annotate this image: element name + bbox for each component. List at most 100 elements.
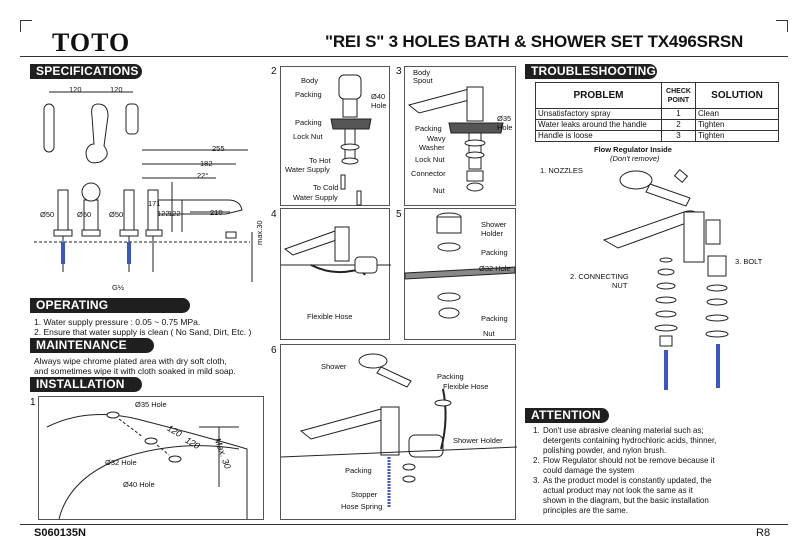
step-3-label-spout: Spout: [413, 76, 433, 85]
dim-phi50-b: Ø50: [77, 210, 92, 219]
dim-210: 210: [210, 208, 223, 217]
dim-g-half: G½: [112, 283, 125, 292]
list-item: actual product may not look the same as …: [543, 486, 693, 495]
cell-solution: Clean: [695, 108, 779, 120]
step-2-label-body: Body: [301, 76, 319, 85]
step-2-label-hot-supply: Water Supply: [285, 165, 330, 174]
dim-max30: max.30: [255, 220, 264, 245]
brand-logo: TOTO: [52, 28, 131, 57]
step-6-label-shower: Shower: [321, 362, 347, 371]
top-rule: [20, 56, 788, 57]
corner-mark-tl: [20, 20, 32, 32]
step-5-label-shower: Shower: [481, 220, 507, 229]
label-connecting: 2. CONNECTING: [570, 272, 629, 281]
maintenance-heading: MAINTENANCE: [30, 338, 154, 353]
step-4-panel: Flexible Hose: [280, 208, 391, 340]
step-2-label-to-cold: To Cold: [313, 183, 339, 192]
col-point-label: POINT: [667, 96, 690, 104]
step-5-panel: Shower Holder Packing Ø32 Hole Packing N…: [404, 208, 516, 340]
dim-182: 182: [200, 159, 213, 168]
installation-heading: INSTALLATION: [30, 377, 142, 392]
step-6-label-packing-2: Packing: [345, 466, 372, 475]
step-3-label-phi35: Ø35: [497, 114, 512, 123]
table-header-row: PROBLEM CHECK POINT SOLUTION: [535, 82, 779, 109]
step-2-label-to-hot: To Hot: [309, 156, 331, 165]
step-2-label-phi40: Ø40: [371, 92, 386, 101]
corner-mark-tr: [776, 20, 788, 32]
label-nozzles: 1. NOZZLES: [540, 166, 583, 175]
step-3-panel: Body Spout Ø35 Hole Packing Wavy Washer …: [404, 66, 516, 206]
step-2-drawing: [330, 74, 372, 206]
step-5-label-nut: Nut: [483, 329, 495, 338]
operating-conditions-heading: OPERATING CONDITIONS: [30, 298, 190, 325]
counter-top-drawing: [46, 411, 248, 520]
step-3-label-connector: Connector: [411, 169, 446, 178]
specification-drawing: [34, 91, 253, 282]
list-item: principles are the same.: [543, 506, 628, 515]
cell-point: 1: [661, 108, 696, 120]
step-3-label-packing: Packing: [415, 124, 442, 133]
troubleshooting-table: PROBLEM CHECK POINT SOLUTION Unsatisfact…: [535, 82, 779, 142]
flow-regulator-title: Flow Regulator Inside: [594, 145, 672, 154]
step-2-label-packing-2: Packing: [295, 118, 322, 127]
dim-120-right: 120: [110, 85, 123, 94]
step-5-drawing: [404, 212, 516, 319]
cell-point: 3: [661, 130, 696, 142]
col-check-point: CHECK POINT: [661, 82, 696, 109]
step-6-label-flexible-hose: Flexible Hose: [443, 382, 489, 391]
cell-solution: Tighten: [695, 130, 779, 142]
table-row: Unsatisfactory spray 1 Clean: [535, 108, 779, 120]
flow-regulator-sub: (Don't remove): [610, 154, 660, 163]
list-item: 2.Flow Regulator should not be remove be…: [533, 456, 715, 465]
step-5-label-packing-1: Packing: [481, 248, 508, 257]
install-label-32-hole: Ø32 Hole: [105, 458, 137, 467]
step-4-number: 4: [271, 209, 277, 220]
document-code: S060135N: [34, 527, 86, 539]
list-item: shown in the diagram, but the basic inst…: [543, 496, 709, 505]
maintenance-line-2: and sometimes wipe it with cloth soaked …: [34, 366, 236, 376]
step-3-label-nut: Nut: [433, 186, 445, 195]
revision-code: R8: [756, 527, 771, 539]
install-label-40-hole: Ø40 Hole: [123, 480, 155, 489]
attention-heading: ATTENTION: [525, 408, 609, 423]
step-2-label-hole: Hole: [371, 101, 387, 110]
label-bolt: 3. BOLT: [735, 257, 763, 266]
step-6-label-hose-spring: Hose Spring: [341, 502, 383, 511]
col-solution: SOLUTION: [695, 82, 779, 109]
maintenance-line-1: Always wipe chrome plated area with dry …: [34, 356, 227, 366]
col-check-label: CHECK: [666, 87, 691, 95]
dim-255: 255: [212, 144, 225, 153]
list-item: polishing powder, and nylon brush.: [543, 446, 667, 455]
step-2-label-lock-nut: Lock Nut: [293, 132, 323, 141]
step-6-label-shower-holder: Shower Holder: [453, 436, 503, 445]
bottom-rule: [20, 524, 788, 525]
attention-list: 1.Don't use abrasive cleaning material s…: [533, 426, 773, 516]
exploded-view-drawing: [602, 169, 729, 390]
step-6-drawing: [280, 353, 518, 507]
step-3-label-wavy: Wavy: [427, 134, 446, 143]
dim-22-deg: 22°: [197, 171, 209, 180]
install-step-number: 1: [30, 397, 36, 408]
step-6-number: 6: [271, 345, 277, 356]
list-item: detergents containing hydrochloric acids…: [543, 436, 717, 445]
step-2-label-cold-supply: Water Supply: [293, 193, 338, 202]
document-title: "REI S" 3 HOLES BATH & SHOWER SET TX496S…: [325, 32, 744, 51]
step-6-label-stopper: Stopper: [351, 490, 378, 499]
dim-122-b: 122: [168, 209, 181, 218]
step-6-panel: Shower Packing Flexible Hose Shower Hold…: [280, 344, 518, 520]
install-label-35-hole: Ø35 Hole: [135, 400, 167, 409]
step-5-number: 5: [396, 209, 402, 220]
dim-phi50-c: Ø50: [109, 210, 124, 219]
step-3-label-body: Body: [413, 68, 431, 77]
operating-line-2: 2. Ensure that water supply is clean ( N…: [34, 327, 252, 337]
table-row: Handle is loose 3 Tighten: [535, 130, 779, 142]
label-nut: NUT: [612, 281, 628, 290]
step-5-label-packing-2: Packing: [481, 314, 508, 323]
step-2-label-packing-1: Packing: [295, 90, 322, 99]
step-4-label-flexible-hose: Flexible Hose: [307, 312, 353, 321]
operating-line-1: 1. Water supply pressure : 0.05 ~ 0.75 M…: [34, 317, 201, 327]
step-4-drawing: [281, 226, 391, 276]
list-item: 1.Don't use abrasive cleaning material s…: [533, 426, 704, 435]
specifications-heading: SPECIFICATIONS: [30, 64, 142, 79]
cell-solution: Tighten: [695, 119, 779, 131]
